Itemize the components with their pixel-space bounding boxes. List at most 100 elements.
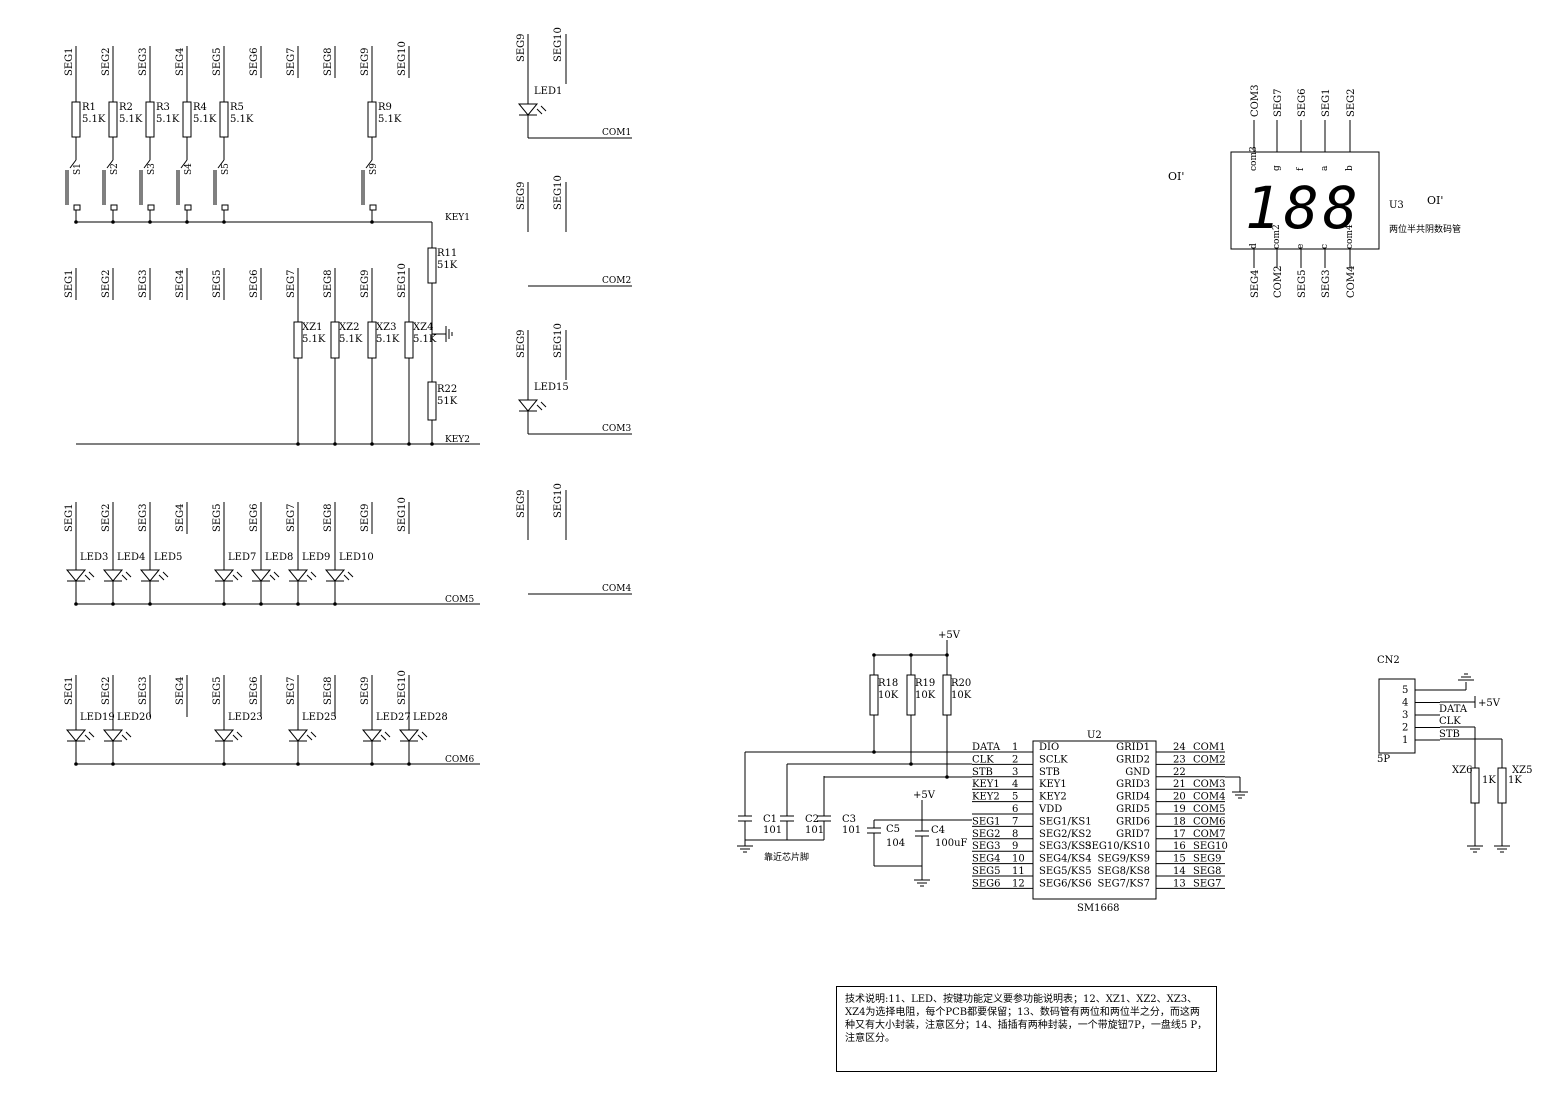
pin-name: GRID1	[1116, 742, 1150, 753]
display-inner-label: g	[1272, 165, 1282, 171]
cap-value: 101	[763, 825, 782, 836]
seg-label: SEG2	[101, 269, 112, 298]
led	[213, 569, 235, 582]
seg-label: SEG4	[175, 47, 186, 76]
seg-label: SEG5	[212, 503, 223, 532]
connector-ref: CN2	[1377, 655, 1400, 666]
pin-net: SEG6	[972, 878, 1001, 889]
led-arrow	[540, 401, 547, 408]
cap-ref: C2	[805, 814, 819, 825]
connector-pin-number: 5	[1402, 685, 1408, 696]
pin-net: KEY1	[972, 779, 1000, 790]
seg-label: SEG9	[360, 269, 371, 298]
display-pin-label: SEG2	[1346, 88, 1357, 117]
junction-dot	[909, 653, 913, 657]
switch-lead	[365, 159, 373, 169]
seg-label: SEG1	[64, 676, 75, 705]
pin-number: 15	[1173, 854, 1186, 865]
pin-net: SEG9	[1193, 854, 1222, 865]
connector-net: STB	[1439, 729, 1460, 740]
seg-label: SEG2	[101, 47, 112, 76]
resistor	[869, 674, 879, 716]
pin-number: 19	[1173, 804, 1186, 815]
switch-lead	[106, 159, 114, 169]
connector-pin-number: 4	[1402, 698, 1408, 709]
cap-value: 101	[842, 825, 861, 836]
switch-ref: S3	[147, 163, 157, 175]
display-inner-label: com4	[1345, 224, 1355, 249]
connector-net: CLK	[1439, 716, 1461, 727]
pin-name: VDD	[1038, 804, 1062, 815]
resistor-ref: R20	[951, 678, 971, 689]
pin-name: SEG1/KS1	[1039, 816, 1092, 827]
led-arrow	[536, 404, 543, 411]
pin-name: GRID2	[1116, 754, 1150, 765]
led-arrow	[158, 574, 165, 581]
led-ref: LED23	[228, 712, 263, 723]
ic-ref: U2	[1087, 730, 1102, 741]
switch-ref: S2	[110, 163, 120, 175]
display-inner-label: a	[1320, 165, 1330, 171]
pin-number: 13	[1173, 878, 1186, 889]
switch-base	[147, 204, 155, 211]
junction-dot	[872, 653, 876, 657]
led-ref: LED5	[154, 552, 182, 563]
pin-net: COM7	[1193, 829, 1225, 840]
switch-lead	[143, 159, 151, 169]
display-inner-label: com2	[1272, 224, 1282, 249]
pin-number: 3	[1012, 767, 1018, 778]
resistor	[182, 101, 192, 138]
led	[517, 399, 539, 412]
junction-dot	[430, 442, 434, 446]
ic-body	[1032, 740, 1157, 900]
pin-number: 22	[1173, 767, 1186, 778]
led	[250, 569, 272, 582]
resistor-ref: XZ2	[339, 322, 359, 333]
resistor-ref: R5	[230, 102, 244, 113]
resistor-ref: XZ6	[1452, 765, 1472, 776]
led-arrow	[417, 734, 424, 741]
pin-name: KEY1	[1039, 779, 1067, 790]
led-ref: LED1	[534, 86, 562, 97]
connector-pin-number: 3	[1402, 710, 1408, 721]
net-label-com: COM2	[602, 276, 631, 286]
led-ref: LED15	[534, 382, 569, 393]
pin-name: SEG6/KS6	[1039, 878, 1092, 889]
seg-label: SEG7	[286, 47, 297, 76]
cap-value: 104	[886, 838, 905, 849]
pin-number: 24	[1173, 742, 1186, 753]
junction-dot	[945, 653, 949, 657]
display-inner-label: b	[1345, 165, 1355, 171]
pin-name: SCLK	[1039, 754, 1068, 765]
net-label-key1: KEY1	[445, 213, 470, 223]
resistor-ref: R22	[437, 384, 457, 395]
resistor-value: 5.1K	[302, 334, 326, 345]
led-arrow	[88, 731, 95, 738]
resistor	[367, 321, 377, 359]
pin-number: 18	[1173, 816, 1186, 827]
pin-name: SEG10/KS10	[1085, 841, 1150, 852]
led-ref: LED4	[117, 552, 145, 563]
led-arrow	[380, 734, 387, 741]
display-pin-label: SEG7	[1273, 88, 1284, 117]
cap-ref: C5	[886, 824, 900, 835]
pin-number: 6	[1012, 804, 1018, 815]
resistor-value: 1K	[1482, 775, 1496, 786]
seg-label: SEG1	[64, 269, 75, 298]
pin-net: SEG8	[1193, 866, 1222, 877]
resistor-value: 10K	[915, 690, 936, 701]
pin-number: 20	[1173, 792, 1186, 803]
resistor	[942, 674, 952, 716]
led	[213, 729, 235, 742]
cap-note: 靠近芯片脚	[764, 851, 809, 863]
led-arrow	[236, 571, 243, 578]
seg-label: SEG2	[101, 676, 112, 705]
resistor-ref: XZ1	[302, 322, 322, 333]
pin-number: 8	[1012, 829, 1018, 840]
led-arrow	[269, 574, 276, 581]
led-arrow	[121, 734, 128, 741]
display-inner-label: f	[1296, 167, 1306, 171]
pin-name: STB	[1039, 767, 1060, 778]
pin-net: SEG3	[972, 841, 1001, 852]
